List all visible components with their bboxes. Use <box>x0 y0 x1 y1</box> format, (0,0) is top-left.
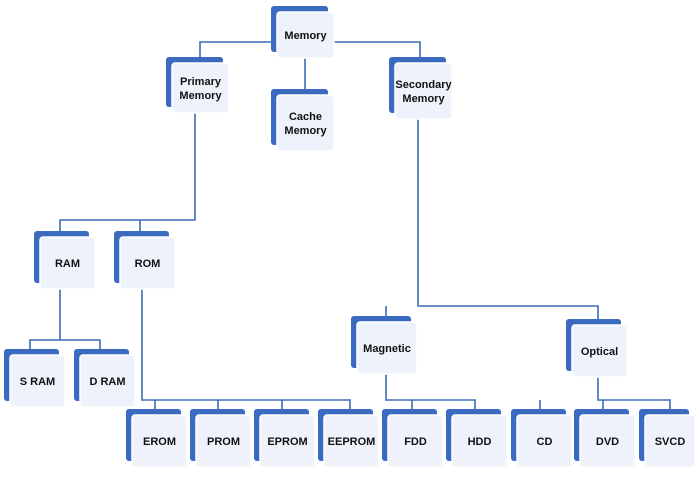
connector-secondary-memory-to-magnetic <box>417 119 599 325</box>
node-cd: CD <box>511 409 573 468</box>
node-ram: RAM <box>34 231 96 290</box>
node-magnetic: Magnetic <box>351 316 418 375</box>
node-front-box <box>451 414 508 468</box>
node-label-line: Primary <box>180 76 222 88</box>
node-front-box <box>579 414 636 468</box>
node-front-box <box>516 414 573 468</box>
node-front-box <box>39 236 96 290</box>
node-rom: ROM <box>114 231 176 290</box>
node-front-box <box>79 354 136 408</box>
node-label-line: DVD <box>596 436 619 448</box>
node-front-box <box>171 62 230 114</box>
node-s-ram: S RAM <box>4 349 66 408</box>
node-label: EROM <box>143 436 176 448</box>
node-label: RAM <box>55 258 80 270</box>
node-front-box <box>356 321 418 375</box>
node-label: FDD <box>404 436 427 448</box>
node-label-line: EROM <box>143 436 176 448</box>
node-optical: Optical <box>566 319 628 378</box>
node-dvd: DVD <box>574 409 636 468</box>
connectors <box>29 41 671 415</box>
node-label: Optical <box>581 346 618 358</box>
connector-memory-to-primary-memory <box>199 41 277 63</box>
node-label-line: PROM <box>207 436 240 448</box>
node-label-line: EEPROM <box>328 436 376 448</box>
node-erom: EROM <box>126 409 188 468</box>
node-label-line: ROM <box>135 258 161 270</box>
node-label-line: Secondary <box>395 79 452 91</box>
connector-rom-to-erom <box>141 289 351 415</box>
node-label: S RAM <box>20 376 55 388</box>
node-label-line: S RAM <box>20 376 55 388</box>
node-front-box <box>276 94 335 152</box>
node-label-line: RAM <box>55 258 80 270</box>
connector-ram-to-s-ram <box>29 289 61 355</box>
node-d-ram: D RAM <box>74 349 136 408</box>
node-label: PROM <box>207 436 240 448</box>
node-label-line: Magnetic <box>363 343 411 355</box>
node-label-line: Optical <box>581 346 618 358</box>
node-label-line: CD <box>537 436 553 448</box>
node-label-line: Memory <box>284 30 327 42</box>
node-label: SVCD <box>655 436 686 448</box>
node-front-box <box>323 414 380 468</box>
node-front-box <box>131 414 188 468</box>
node-label-line: EPROM <box>267 436 307 448</box>
node-label: D RAM <box>89 376 125 388</box>
node-front-box <box>119 236 176 290</box>
node-label: HDD <box>468 436 492 448</box>
node-front-box <box>387 414 444 468</box>
node-label-line: HDD <box>468 436 492 448</box>
node-label: DVD <box>596 436 619 448</box>
node-fdd: FDD <box>382 409 444 468</box>
node-label: Magnetic <box>363 343 411 355</box>
node-label: EEPROM <box>328 436 376 448</box>
node-front-box <box>276 11 335 59</box>
node-label: Memory <box>284 30 327 42</box>
node-front-box <box>394 62 453 120</box>
node-eeprom: EEPROM <box>318 409 380 468</box>
node-label-line: D RAM <box>89 376 125 388</box>
node-label-line: FDD <box>404 436 427 448</box>
node-label-line: Memory <box>179 90 222 102</box>
connector-primary-memory-to-ram <box>59 113 196 237</box>
connector-magnetic-to-fdd <box>385 374 476 415</box>
node-label-line: Memory <box>284 125 327 137</box>
node-front-box <box>259 414 316 468</box>
node-memory: Memory <box>271 6 335 59</box>
node-label-line: SVCD <box>655 436 686 448</box>
node-front-box <box>9 354 66 408</box>
node-label: ROM <box>135 258 161 270</box>
connector-memory-to-secondary-memory <box>334 41 421 63</box>
node-front-box <box>644 414 696 468</box>
node-label-line: Memory <box>402 93 445 105</box>
node-label-line: Cache <box>289 111 322 123</box>
node-prom: PROM <box>190 409 252 468</box>
node-front-box <box>571 324 628 378</box>
node-label: CD <box>537 436 553 448</box>
node-hdd: HDD <box>446 409 508 468</box>
connector-optical-to-cd <box>597 377 671 415</box>
node-eprom: EPROM <box>254 409 316 468</box>
node-label: EPROM <box>267 436 307 448</box>
node-svcd: SVCD <box>639 409 696 468</box>
node-front-box <box>195 414 252 468</box>
